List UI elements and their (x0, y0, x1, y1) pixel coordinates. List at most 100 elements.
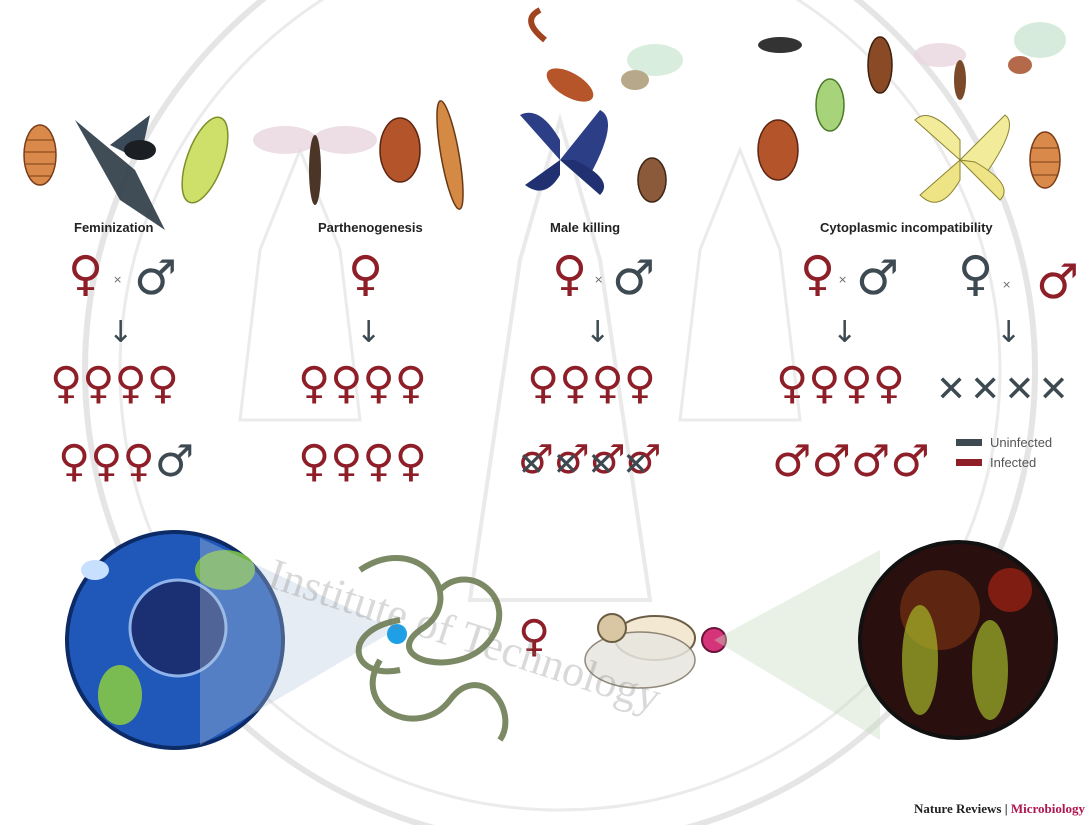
female-symbol: ♀ (330, 358, 362, 409)
header-male-killing: Male killing (550, 220, 620, 235)
female-symbol: ♀ (958, 250, 993, 298)
female-symbol: ♀ (395, 358, 427, 409)
male-symbol: ♂ (772, 436, 811, 487)
arrow-down-icon: ↓ (108, 318, 133, 348)
leafhopper-illustration (173, 112, 238, 209)
arrow-down-icon: ↓ (356, 318, 381, 348)
x-mark-icon: ✕ (518, 445, 545, 483)
female-symbol: ♀ (58, 436, 90, 487)
x-mark-icon: ✕ (622, 445, 649, 483)
male-symbol: ♂ (890, 436, 929, 487)
x-mark-icon: ✕ (553, 445, 580, 483)
legend-item-infected: Infected (956, 452, 1052, 472)
offspring-row-females: ♀♀♀♀ (298, 362, 427, 406)
offspring-row-males: ♂♂♂♂ (772, 440, 930, 484)
header-feminization: Feminization (74, 220, 153, 235)
offspring-row-feminized: ♀♀♀♂ (58, 440, 194, 484)
arrow-down-icon: ↓ (996, 318, 1021, 348)
isopod-right-illustration (1030, 132, 1060, 188)
journal-separator: | (1005, 801, 1008, 816)
female-symbol: ♀ (840, 358, 872, 409)
female-symbol: ♀ (873, 358, 905, 409)
male-symbol: ♂ (851, 436, 890, 487)
isopod-illustration (24, 125, 56, 185)
female-symbol: ♀ (147, 358, 179, 409)
male-symbol: ♂ (856, 254, 899, 302)
scorpion-illustration (531, 10, 598, 108)
butterfly-yellow-illustration (915, 115, 1010, 202)
butterfly-blue-illustration (520, 110, 608, 195)
female-symbol: ♀ (808, 358, 840, 409)
no-offspring-row: ✕✕✕✕ (936, 372, 1069, 408)
zoom-cone-right (714, 550, 880, 740)
legend-label-uninfected: Uninfected (990, 435, 1052, 450)
female-symbol: ♀ (362, 358, 394, 409)
male-symbol: ♂ (134, 254, 177, 302)
beetle-illustration (638, 158, 666, 202)
x-mark-icon: ✕ (936, 369, 966, 410)
female-symbol: ♀ (348, 250, 383, 298)
insect-illustrations (0, 0, 1091, 240)
green-bug-illustration (816, 79, 844, 131)
female-symbol: ♀ (68, 250, 103, 298)
male-symbol: ♂ (1036, 258, 1079, 306)
male-symbol: ♂ (155, 436, 194, 487)
female-symbol: ♀ (527, 358, 559, 409)
offspring-row-females: ♀♀♀♀ (298, 440, 427, 484)
mite-illustration (380, 118, 420, 182)
legend-swatch-uninfected (956, 439, 982, 446)
male-symbol: ♂ (612, 254, 655, 302)
journal-credit: Nature Reviews | Microbiology (914, 801, 1085, 817)
springtail-illustration (432, 99, 469, 210)
female-symbol: ♀ (800, 250, 835, 298)
small-wasp-illustration (914, 43, 966, 100)
female-symbol: ♀ (298, 358, 330, 409)
cross-symbol: × (113, 273, 122, 286)
female-symbol: ♀ (50, 358, 82, 409)
arrow-down-icon: ↓ (832, 318, 857, 348)
offspring-row-females: ♀♀♀♀ (50, 362, 179, 406)
female-symbol: ♀ (298, 436, 330, 487)
header-cytoplasmic-incompatibility: Cytoplasmic incompatibility (820, 220, 993, 235)
female-symbol: ♀ (552, 250, 587, 298)
x-mark-icon: ✕ (970, 369, 1000, 410)
female-symbol: ♀ (330, 436, 362, 487)
x-mark-icon: ✕ (588, 445, 615, 483)
female-symbol: ♀ (776, 358, 808, 409)
header-parthenogenesis: Parthenogenesis (318, 220, 423, 235)
female-symbol: ♀ (114, 358, 146, 409)
x-mark-icon: ✕ (1004, 369, 1034, 410)
cross-symbol: × (1002, 278, 1011, 291)
cross-symbol: × (838, 273, 847, 286)
female-symbol: ♀ (559, 358, 591, 409)
female-symbol: ♀ (122, 436, 154, 487)
legend-swatch-infected (956, 459, 982, 466)
female-symbol: ♀ (90, 436, 122, 487)
legend-item-uninfected: Uninfected (956, 432, 1052, 452)
spider-illustration (758, 120, 798, 180)
legend-label-infected: Infected (990, 455, 1036, 470)
wasp-illustration (253, 126, 377, 205)
female-symbol: ♀ (82, 358, 114, 409)
ant-illustration (758, 37, 802, 53)
arrow-down-icon: ↓ (585, 318, 610, 348)
female-symbol: ♀ (591, 358, 623, 409)
green-fly-illustration (1008, 22, 1066, 74)
male-symbol: ♂ (811, 436, 850, 487)
journal-section: Microbiology (1011, 801, 1085, 816)
fly-illustration (75, 115, 165, 230)
x-mark-icon: ✕ (1039, 369, 1069, 410)
cross-symbol: × (594, 273, 603, 286)
female-symbol: ♀ (624, 358, 656, 409)
female-symbol: ♀ (395, 436, 427, 487)
killed-marks: ✕✕✕✕ (518, 448, 649, 480)
fluorescence-micrograph-illustration (860, 542, 1056, 738)
legend: Uninfected Infected (956, 432, 1052, 472)
offspring-row-females: ♀♀♀♀ (776, 362, 905, 406)
female-symbol: ♀ (362, 436, 394, 487)
brown-beetle-illustration (868, 37, 892, 93)
fruit-fly-illustration (621, 44, 683, 90)
journal-name: Nature Reviews (914, 801, 1002, 816)
offspring-row-females: ♀♀♀♀ (527, 362, 656, 406)
